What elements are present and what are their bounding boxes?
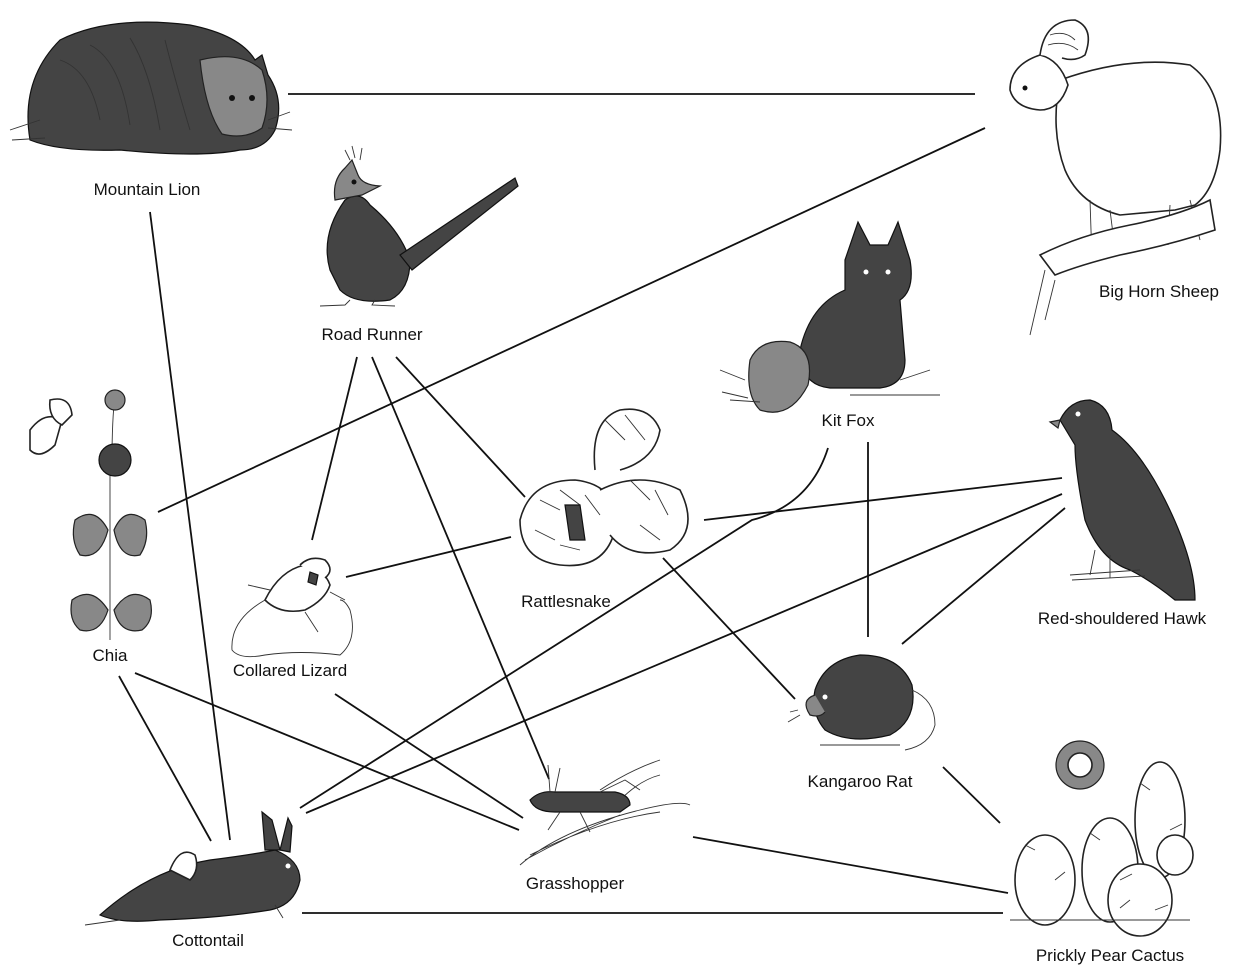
link-grasshopper-cactus [693, 837, 1008, 893]
label-grasshopper: Grasshopper [526, 874, 624, 894]
label-cottontail: Cottontail [172, 931, 244, 951]
link-rattlesnake-red-shouldered-hawk [704, 478, 1062, 520]
link-rattlesnake-kangaroo-rat [663, 558, 795, 699]
collared-lizard-illustration [232, 558, 353, 656]
kit-fox-illustration [720, 222, 940, 412]
cottontail-illustration [85, 812, 300, 925]
label-prickly-pear-cactus: Prickly Pear Cactus [1036, 946, 1184, 966]
label-kit-fox: Kit Fox [822, 411, 875, 431]
link-road-runner-grasshopper [372, 357, 549, 779]
link-chia-cottontail [119, 676, 211, 841]
link-road-runner-rattlesnake [396, 357, 525, 497]
red-shouldered-hawk-illustration [1050, 400, 1195, 600]
link-hawk-cottontail [306, 494, 1062, 813]
link-rattlesnake-collared-lizard [346, 537, 511, 577]
grasshopper-illustration [520, 760, 690, 865]
label-chia: Chia [93, 646, 128, 666]
label-kangaroo-rat: Kangaroo Rat [808, 772, 913, 792]
mountain-lion-illustration [10, 22, 292, 154]
link-kangaroo-rat-cactus [943, 767, 1000, 823]
chia-illustration [30, 390, 151, 640]
link-road-runner-collared-lizard [312, 357, 357, 540]
label-mountain-lion: Mountain Lion [94, 180, 201, 200]
label-collared-lizard: Collared Lizard [233, 661, 347, 681]
label-rattlesnake: Rattlesnake [521, 592, 611, 612]
label-red-shouldered-hawk: Red-shouldered Hawk [1038, 609, 1206, 629]
road-runner-illustration [320, 146, 518, 306]
link-mountain-lion-cottontail [150, 212, 230, 840]
prickly-pear-cactus-illustration [1010, 741, 1193, 936]
kangaroo-rat-illustration [788, 655, 935, 750]
rattlesnake-illustration [520, 409, 688, 565]
link-collared-lizard-grasshopper [335, 694, 523, 818]
label-big-horn-sheep: Big Horn Sheep [1099, 282, 1219, 302]
label-road-runner: Road Runner [321, 325, 422, 345]
